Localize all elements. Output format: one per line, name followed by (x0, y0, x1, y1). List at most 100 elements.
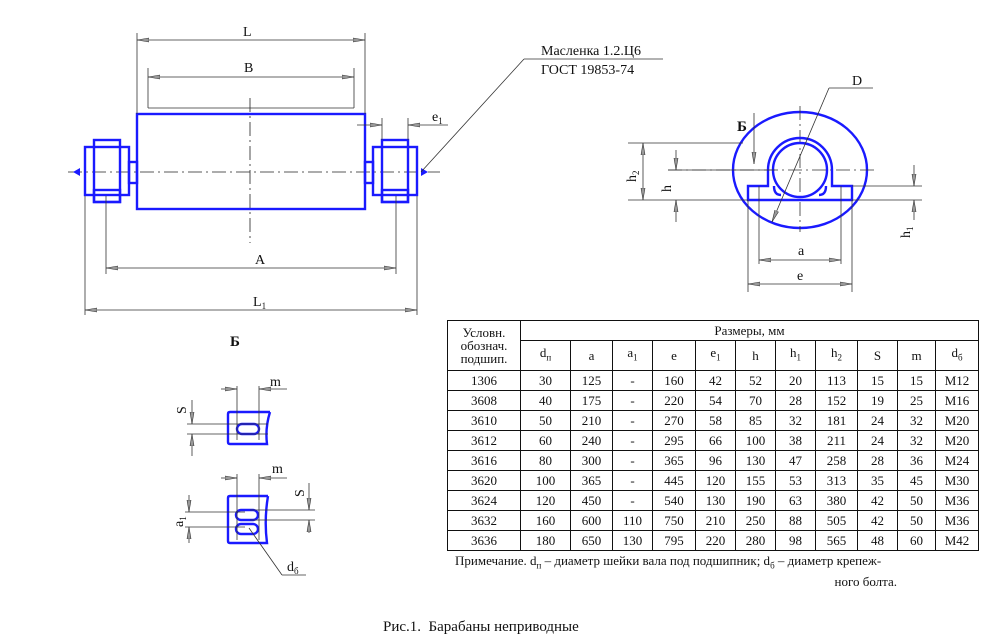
dimension-cell: 15 (897, 370, 936, 391)
dimension-cell: M20 (935, 410, 979, 431)
dimension-cell: 50 (520, 410, 571, 431)
column-header: S (857, 340, 898, 371)
label-S-top: S (175, 406, 190, 414)
column-header: a (570, 340, 613, 371)
bolt-slot-lower (234, 522, 260, 536)
dimension-cell: M30 (935, 470, 979, 491)
dimension-cell: 25 (897, 390, 936, 411)
dimension-cell: M36 (935, 490, 979, 511)
dimension-cell: 30 (520, 370, 571, 391)
view-arrow-label: Б (737, 119, 747, 135)
column-header: h (735, 340, 776, 371)
dimension-cell: - (612, 490, 653, 511)
label-L1: L1 (253, 295, 266, 311)
column-header: h2 (815, 340, 858, 371)
dimension-cell: 175 (570, 390, 613, 411)
dimension-cell: 120 (520, 490, 571, 511)
label-db: dб (287, 560, 299, 576)
bearing-designation-cell: 3636 (447, 530, 521, 551)
dimension-cell: 258 (815, 450, 858, 471)
dimension-cell: 80 (520, 450, 571, 471)
dimension-cell: 15 (857, 370, 898, 391)
figure-caption: Рис.1. Барабаны неприводные (383, 619, 579, 635)
dimension-L: L (136, 25, 366, 114)
dimension-cell: 180 (520, 530, 571, 551)
dimension-cell: 152 (815, 390, 858, 411)
dimension-cell: 113 (815, 370, 858, 391)
dimension-cell: 120 (695, 470, 736, 491)
label-B: B (244, 61, 253, 76)
dimension-cell: 45 (897, 470, 936, 491)
dimension-cell: 28 (775, 390, 816, 411)
left-oiler-nipple (73, 168, 80, 176)
dimension-cell: 220 (652, 390, 696, 411)
double-slot-detail: m S a1 dб (172, 462, 315, 576)
dimension-cell: M20 (935, 430, 979, 451)
column-header: dб (935, 340, 979, 371)
bearing-designation-cell: 3612 (447, 430, 521, 451)
bearing-designation-cell: 3632 (447, 510, 521, 531)
label-h1: h1 (899, 227, 915, 239)
dimension-cell: 66 (695, 430, 736, 451)
label-m-bottom: m (272, 462, 283, 477)
column-header: m (897, 340, 936, 371)
dimension-L1: L1 (84, 196, 418, 315)
dimension-cell: 250 (735, 510, 776, 531)
dimension-cell: 110 (612, 510, 653, 531)
bearing-designation-cell: 3624 (447, 490, 521, 511)
dimension-cell: 19 (857, 390, 898, 411)
side-view: D Б h2 h h1 a e (625, 74, 922, 292)
label-D: D (852, 74, 862, 89)
dimension-cell: 445 (652, 470, 696, 491)
right-bearing-housing (363, 138, 428, 204)
dimension-B: B (147, 61, 355, 109)
dimension-cell: 280 (735, 530, 776, 551)
dimension-cell: 240 (570, 430, 613, 451)
dimension-cell: 300 (570, 450, 613, 471)
dimension-cell: 160 (652, 370, 696, 391)
bearing-designation-cell: 3616 (447, 450, 521, 471)
dimension-cell: 40 (520, 390, 571, 411)
dimension-cell: 60 (897, 530, 936, 551)
dimension-cell: 96 (695, 450, 736, 471)
dimension-cell: - (612, 390, 653, 411)
dimension-cell: 313 (815, 470, 858, 491)
oiler-callout-line2: ГОСТ 19853-74 (541, 63, 634, 78)
dimension-cell: 210 (570, 410, 613, 431)
column-header: e (652, 340, 696, 371)
dimension-A: A (105, 196, 397, 274)
dimension-cell: 380 (815, 490, 858, 511)
dimension-cell: 36 (897, 450, 936, 471)
dimension-cell: 54 (695, 390, 736, 411)
dimension-cell: - (612, 470, 653, 491)
single-slot-detail: m S (175, 375, 287, 456)
bolt-slot (235, 422, 261, 436)
dimension-cell: 32 (897, 430, 936, 451)
left-bearing-housing (73, 138, 139, 204)
bearing-designation-cell: 3620 (447, 470, 521, 491)
dimension-cell: 20 (775, 370, 816, 391)
dimension-cell: 565 (815, 530, 858, 551)
dimension-cell: 190 (735, 490, 776, 511)
label-e: e (797, 269, 803, 284)
dimension-cell: 600 (570, 510, 613, 531)
bearing-designation-header: Условн. обознач. подшип. (447, 320, 521, 371)
bearing-designation-cell: 3608 (447, 390, 521, 411)
dimension-cell: 60 (520, 430, 571, 451)
table-note: Примечание. dп – диаметр шейки вала под … (455, 553, 897, 589)
table-group-header-row: Условн. обознач. подшип. Размеры, мм (447, 320, 979, 371)
dimension-cell: 52 (735, 370, 776, 391)
bolt-slot-upper (234, 508, 260, 522)
dimension-cell: 42 (695, 370, 736, 391)
drum-front-view: L B e1 A L1 (68, 25, 663, 315)
bearing-designation-cell: 3610 (447, 410, 521, 431)
dimension-cell: - (612, 410, 653, 431)
dimension-cell: 53 (775, 470, 816, 491)
